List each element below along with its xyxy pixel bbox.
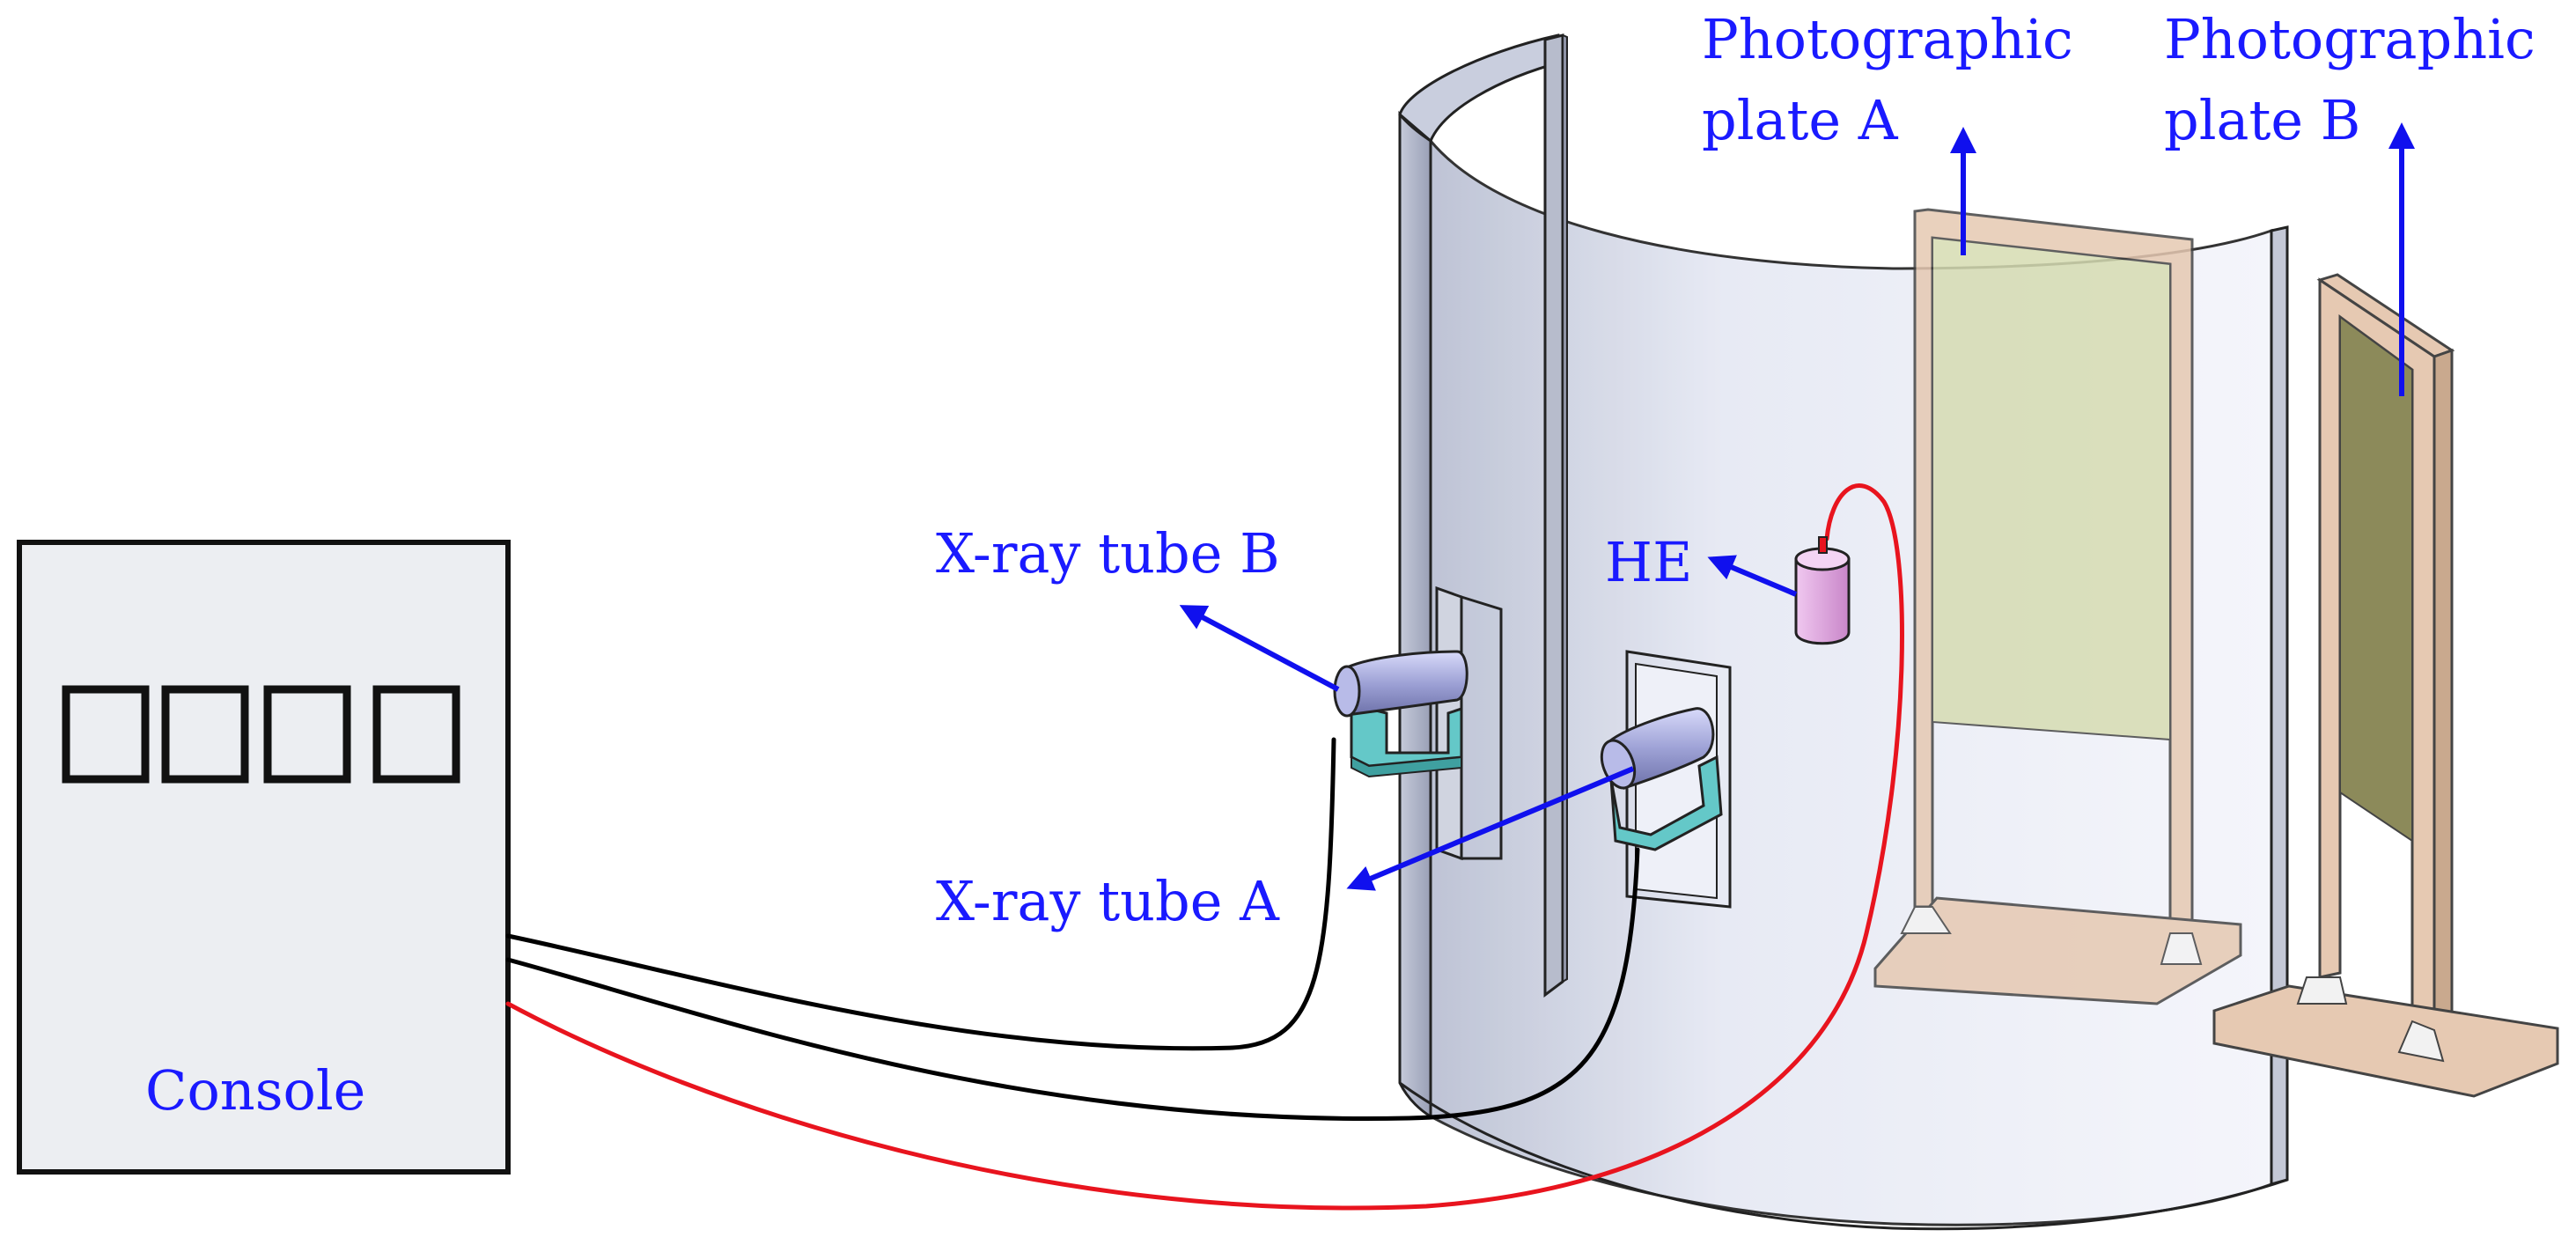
shield-wall-left-edge [1398, 110, 1432, 1119]
signal-cable-he [505, 483, 1904, 1211]
label-xray-tube-b: X-ray tube B [936, 521, 1280, 585]
he-detector-body [1794, 557, 1851, 645]
shield-wall-bottom-rim [1399, 1081, 2288, 1231]
plate-b-foot [2296, 976, 2445, 1063]
label-plate-b-line1: Photographic [2164, 7, 2536, 71]
plate-a-film [1932, 236, 2171, 741]
console-box [17, 540, 511, 1175]
plate-b-film [2339, 315, 2413, 843]
plate-b-base [2212, 984, 2559, 1098]
label-console: Console [145, 1058, 365, 1123]
power-cable-b [505, 737, 1336, 1051]
plate-b-frame-side [2432, 348, 2454, 1032]
arrows [1179, 122, 2415, 891]
arrow-he [1707, 555, 1798, 597]
square-button-icon [161, 685, 249, 784]
label-plate-b-line2: plate B [2164, 88, 2360, 152]
arrow-xray-b [1179, 605, 1340, 692]
square-button-icon [263, 685, 351, 784]
cables [505, 483, 1904, 1211]
window-slot-a [1625, 650, 1732, 909]
plate-a-foot [1900, 906, 2203, 965]
shield-wall-stiffener-side [1562, 33, 1568, 983]
power-cable-a [505, 847, 1640, 1122]
label-he: HE [1605, 530, 1692, 594]
xray-tube-b-body [1345, 650, 1468, 717]
square-button-icon [62, 685, 150, 784]
label-plate-a-line1: Photographic [1702, 7, 2073, 71]
label-plate-a-line2: plate A [1702, 88, 1899, 152]
xray-tube-a [1600, 707, 1723, 851]
shield-wall-top-rim [1398, 33, 1564, 144]
plate-a-base [1873, 896, 2242, 1005]
xray-tube-b-stand-base [1351, 755, 1462, 778]
photographic-plate-b [2212, 273, 2559, 1098]
he-detector-connector [1818, 536, 1828, 554]
xray-tube-b-end [1333, 665, 1361, 718]
xray-tube-a-stand [1609, 755, 1723, 851]
labels: Photographic plate A Photographic plate … [145, 7, 2536, 1123]
shield-wall-stiffener [1543, 33, 1564, 998]
label-xray-tube-a: X-ray tube A [936, 869, 1280, 933]
xray-tube-b [1333, 650, 1468, 778]
arrow-xray-a [1346, 766, 1635, 891]
console [17, 540, 511, 1175]
photographic-plate-a [1873, 208, 2242, 1005]
window-slot-b-face [1460, 594, 1503, 860]
square-button-icon [372, 685, 460, 784]
he-detector [1794, 536, 1851, 645]
